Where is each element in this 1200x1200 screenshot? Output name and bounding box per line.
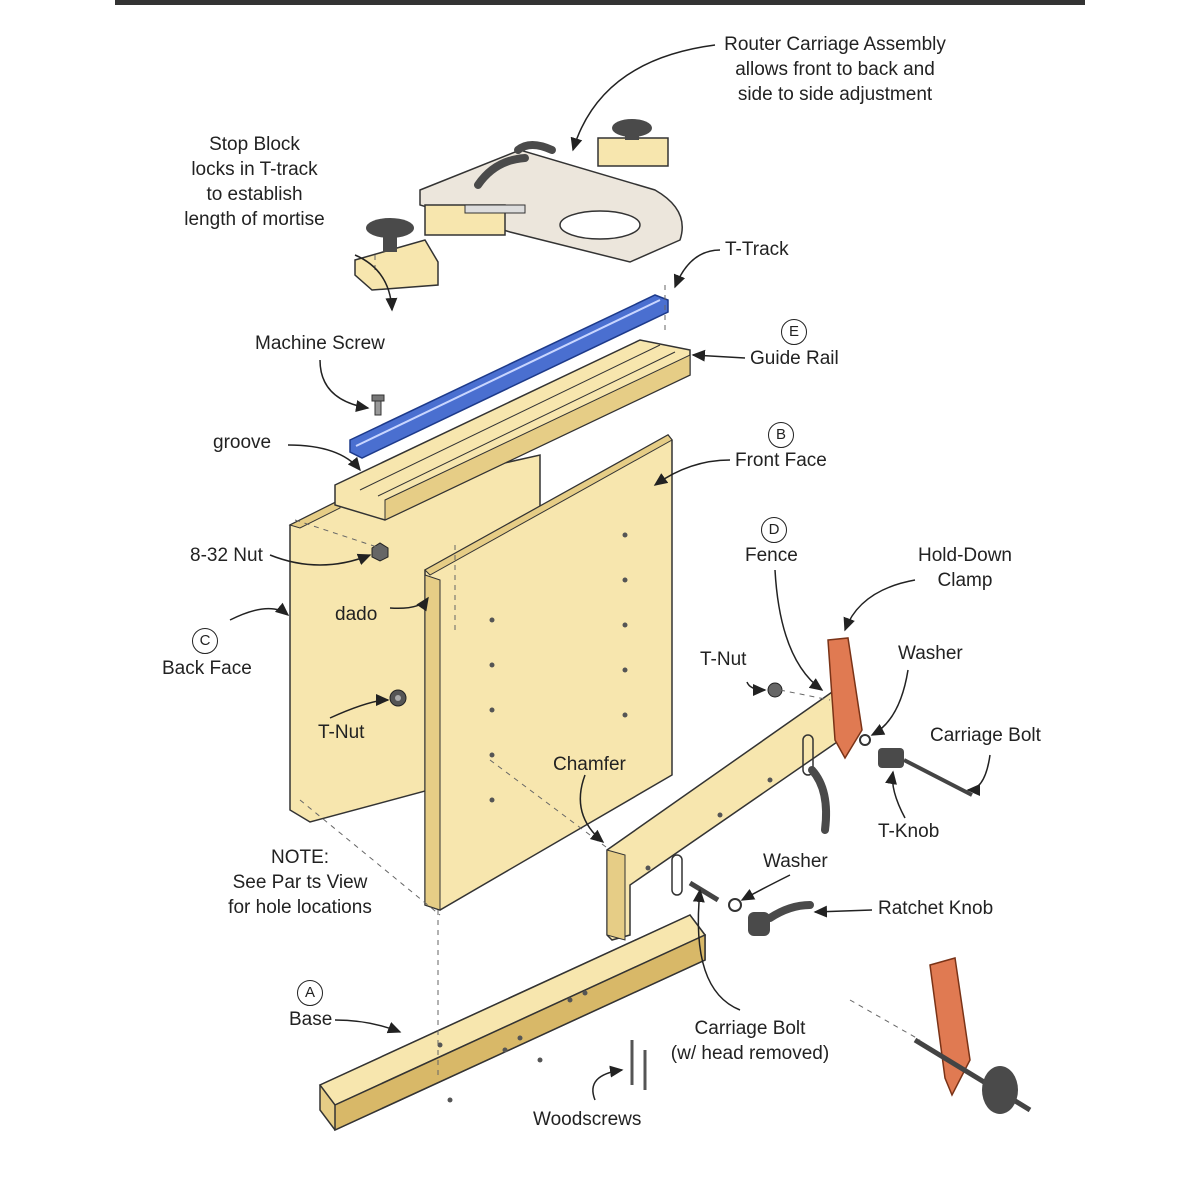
label-t-nut-left: T-Nut xyxy=(318,722,365,743)
label-ratchet-knob: Ratchet Knob xyxy=(878,898,994,919)
machine-screw-part xyxy=(371,394,385,416)
base-board xyxy=(318,914,707,1132)
label-carriage-bolt-bottom: Carriage Bolt (w/ head removed) xyxy=(670,1018,830,1064)
letter-d: D xyxy=(761,517,787,543)
label-front-face: Front Face xyxy=(735,450,827,471)
label-base: Base xyxy=(289,1009,333,1030)
t-track-part xyxy=(349,294,669,459)
router-carriage-part xyxy=(419,119,683,263)
t-nut-right-part xyxy=(767,682,783,698)
label-stop-block: Stop Block locks in T-track to establish… xyxy=(184,134,325,230)
label-guide-rail: Guide Rail xyxy=(750,348,839,369)
letter-b: B xyxy=(768,422,794,448)
letter-a: A xyxy=(297,980,323,1006)
label-note: NOTE: See Par ts View for hole locations xyxy=(228,847,372,918)
carriage-bolt-bottom-part xyxy=(688,880,720,903)
label-groove: groove xyxy=(213,432,272,453)
fence-part xyxy=(606,689,841,941)
label-router-carriage: Router Carriage Assembly allows front to… xyxy=(724,34,946,105)
label-woodscrews: Woodscrews xyxy=(533,1109,642,1130)
label-t-nut-right: T-Nut xyxy=(700,649,747,670)
front-face-panel xyxy=(424,434,673,911)
label-t-track: T-Track xyxy=(725,239,789,260)
label-carriage-bolt-top: Carriage Bolt xyxy=(930,725,1041,746)
label-back-face: Back Face xyxy=(162,658,252,679)
label-t-knob: T-Knob xyxy=(878,821,940,842)
ratchet-lever-part xyxy=(808,766,831,834)
label-washer-top: Washer xyxy=(898,643,963,664)
nut-8-32-part xyxy=(371,542,389,562)
label-chamfer: Chamfer xyxy=(553,754,626,775)
letter-c: C xyxy=(192,628,218,654)
guide-rail-part xyxy=(334,339,691,521)
t-nut-left-part xyxy=(389,689,407,707)
woodscrews-part xyxy=(630,1040,647,1090)
label-fence: Fence xyxy=(745,545,798,566)
label-hold-down-clamp: Hold-Down Clamp xyxy=(918,545,1012,591)
label-machine-screw: Machine Screw xyxy=(255,333,385,354)
stop-block-part xyxy=(354,218,439,291)
label-8-32-nut: 8-32 Nut xyxy=(190,545,263,566)
label-dado: dado xyxy=(335,604,378,625)
ratchet-knob-part xyxy=(748,901,814,936)
t-knob-part xyxy=(878,748,973,797)
washer-bottom-part xyxy=(728,898,742,912)
top-border xyxy=(115,0,1085,5)
hold-down-clamp-part xyxy=(827,637,863,760)
washer-top-part xyxy=(859,734,871,746)
clamp-detail-part xyxy=(913,957,1032,1114)
letter-e: E xyxy=(781,319,807,345)
label-washer-bottom: Washer xyxy=(763,851,828,872)
leader-lines xyxy=(229,44,991,1101)
